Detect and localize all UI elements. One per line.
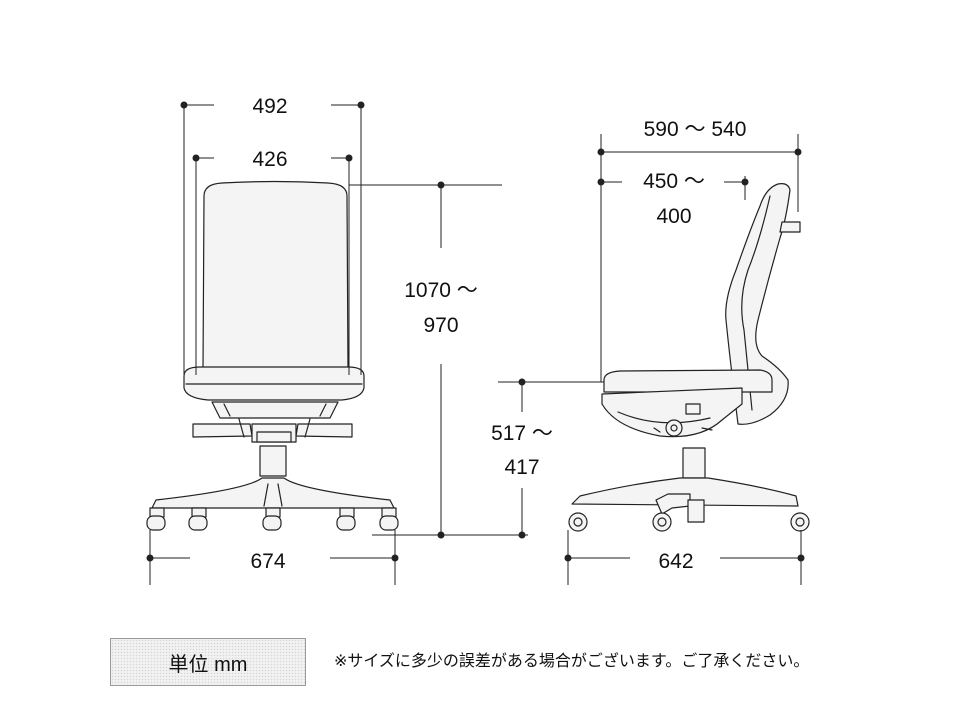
- dim-height-max: 1070 ～: [402, 279, 480, 303]
- dim-line-front-base-width: [146, 530, 399, 585]
- dim-side-depth: 590 ～ 540: [641, 118, 749, 142]
- chair-side-view: [568, 183, 810, 532]
- chair-dimension-drawing: [146, 101, 810, 585]
- side-seat-mechanism: [601, 387, 743, 438]
- side-headrest-tab: [779, 221, 801, 233]
- front-seat-mechanism: [211, 401, 339, 419]
- dim-base-width-front: 674: [248, 550, 288, 574]
- dim-line-side-base-width: [564, 530, 805, 585]
- unit-label-box: 単位 mm: [110, 638, 306, 686]
- side-backrest: [725, 183, 791, 425]
- side-control-handle: [685, 403, 701, 415]
- side-base-leg: [655, 493, 691, 515]
- dim-line-front-outer-width: [180, 101, 365, 375]
- front-star-base: [151, 477, 395, 509]
- front-casters: [146, 507, 399, 531]
- dim-line-total-height: [349, 181, 528, 539]
- side-star-base: [571, 477, 799, 507]
- dim-seat-height-min: 417: [502, 456, 542, 480]
- front-armrest-right: [295, 423, 353, 438]
- dim-height-min: 970: [421, 314, 461, 338]
- front-backrest: [202, 180, 349, 371]
- dim-front-outer-width: 492: [250, 95, 290, 119]
- chair-front-view: [146, 180, 399, 531]
- dim-front-inner-width: 426: [250, 148, 290, 172]
- dim-seat-depth-min: 400: [654, 205, 694, 229]
- dim-line-seat-height: [498, 378, 604, 539]
- side-lever-knob: [665, 419, 683, 437]
- side-casters: [568, 512, 810, 532]
- dim-seat-depth-max: 450 ～: [641, 170, 707, 194]
- dim-line-side-depth: [597, 134, 802, 382]
- unit-label: 単位 mm: [168, 653, 248, 676]
- front-gas-cylinder: [259, 445, 287, 477]
- dim-line-seat-depth: [597, 176, 749, 200]
- disclaimer-note: ※サイズに多少の誤差がある場合がございます。ご了承ください。: [334, 653, 810, 670]
- side-seat: [603, 369, 773, 393]
- dim-line-front-inner-width: [192, 154, 353, 375]
- side-gas-cylinder: [682, 447, 706, 479]
- dim-base-width-side: 642: [656, 550, 696, 574]
- dim-seat-height-max: 517 ～: [489, 422, 555, 446]
